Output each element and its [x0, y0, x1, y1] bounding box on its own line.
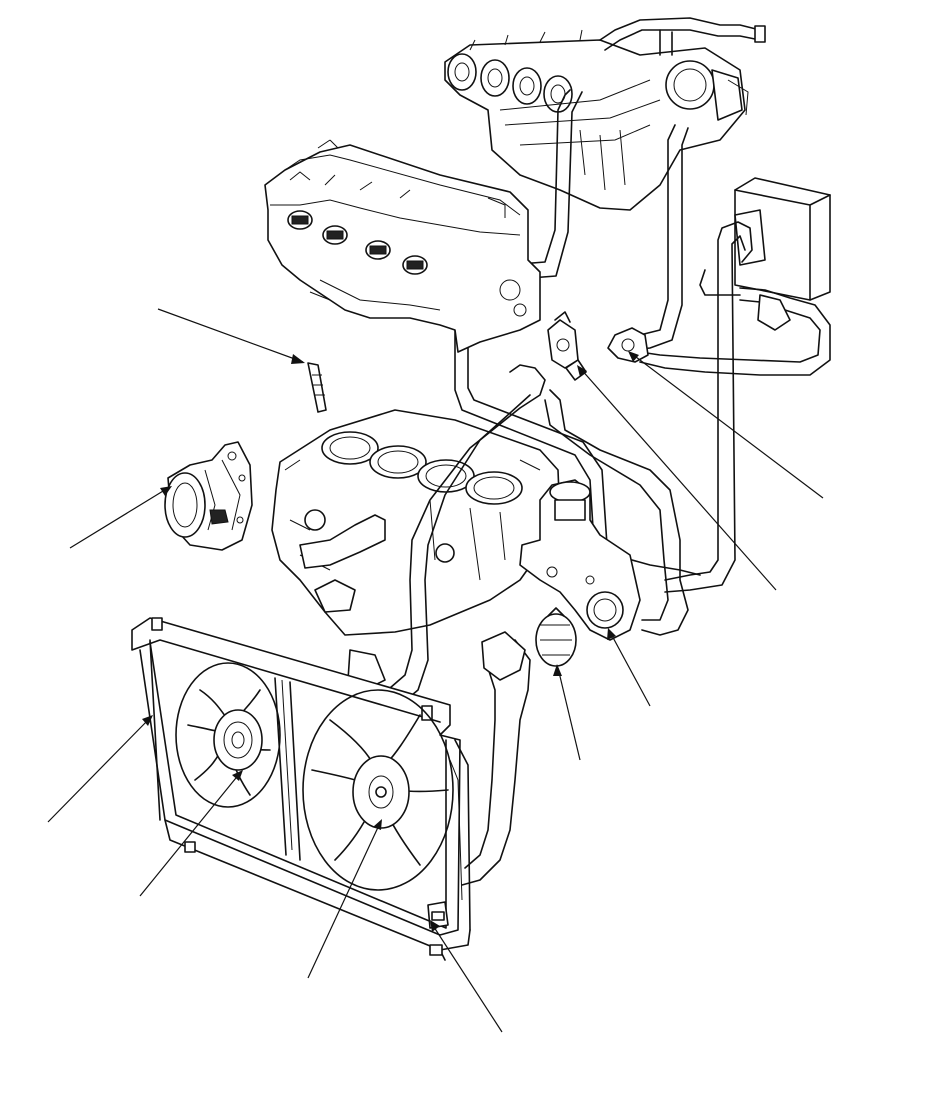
arrow-icon: [607, 628, 616, 640]
cylinder-block: [271, 409, 561, 636]
arrow-icon: [577, 365, 587, 377]
radiator-hose-lower: [461, 631, 531, 886]
water-outlet: [547, 311, 579, 369]
water-pump: [164, 441, 253, 551]
arrow-icon: [430, 920, 440, 932]
leader-water-outlet: [579, 367, 777, 591]
arrow-icon: [291, 354, 305, 364]
leader-water-pump: [69, 487, 169, 549]
arrow-icon: [628, 351, 639, 362]
thermostat: [535, 607, 577, 667]
drain-plug: [427, 901, 449, 929]
heater-core: [639, 177, 831, 593]
leader-small-fan: [139, 772, 241, 897]
leader-stud-bolt: [157, 308, 304, 363]
arrow-icon: [232, 770, 243, 781]
leader-radiator: [47, 717, 151, 823]
stud-bolt: [307, 362, 327, 413]
arrow-icon: [373, 819, 382, 830]
callout-leaders: [47, 308, 824, 1033]
bypass-hose: [544, 389, 701, 636]
intake-manifold: [444, 29, 749, 211]
small-cooling-fan: [175, 662, 281, 808]
thermostat-housing: [519, 479, 641, 641]
leader-drain-plug: [431, 923, 503, 1033]
arrow-icon: [160, 486, 172, 496]
radiator: [131, 617, 471, 961]
arrow-icon: [142, 715, 153, 726]
large-cooling-fan: [302, 689, 454, 891]
arrow-icon: [553, 664, 562, 676]
hose-connector: [607, 327, 649, 363]
leader-large-fan: [307, 822, 381, 979]
leader-hose-connector: [631, 353, 824, 499]
leader-thermostat: [557, 667, 581, 761]
cylinder-head: [264, 139, 541, 353]
leader-thermostat-housing: [609, 631, 651, 707]
